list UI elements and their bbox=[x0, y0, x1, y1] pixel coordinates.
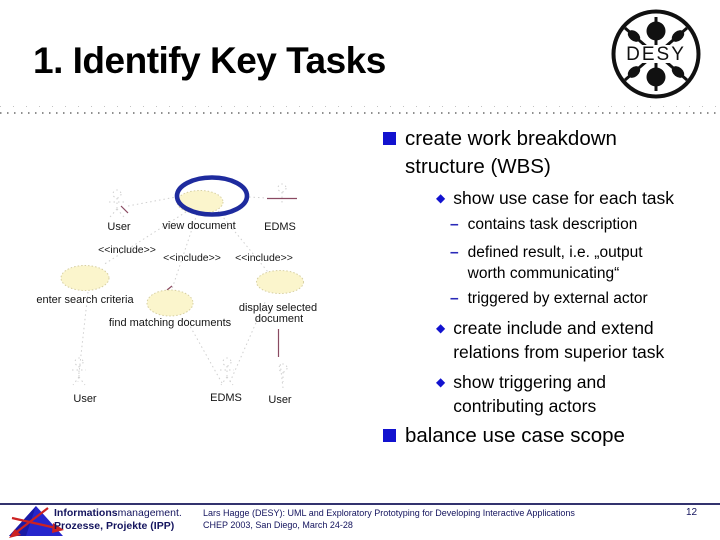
actor-label-edms-top: EDMS bbox=[264, 221, 296, 233]
use-case-label-view-document: view document bbox=[162, 220, 235, 232]
actor-figure-edms-bottom bbox=[220, 357, 234, 386]
maroon-marks bbox=[120, 197, 297, 357]
bullet-create-include-extend: ◆ create include and extend relations fr… bbox=[436, 316, 706, 364]
page-title: 1. Identify Key Tasks bbox=[33, 40, 386, 81]
ipp-logo bbox=[9, 506, 64, 538]
footer-org-line2: Prozesse, Projekte (IPP) bbox=[54, 520, 175, 532]
uml-use-case-diagram: User view document EDMS <<include>> <<in… bbox=[36, 175, 317, 406]
actor-figures bbox=[72, 183, 288, 386]
ipp-logo-arrows bbox=[9, 507, 64, 538]
dash-bullet-icon: – bbox=[450, 290, 459, 307]
footer-credit: Lars Hagge (DESY): UML and Exploratory P… bbox=[203, 508, 575, 531]
include-label-3: <<include>> bbox=[235, 252, 293, 264]
bullet-triggered-by-actor: – triggered by external actor bbox=[450, 288, 700, 309]
dash-bullet-icon: – bbox=[450, 244, 459, 261]
actor-figure-user-bottom-right bbox=[278, 363, 288, 382]
actor-label-user-bottom-right: User bbox=[268, 394, 292, 406]
highlight-ring bbox=[174, 175, 250, 217]
bullet-balance-scope: balance use case scope bbox=[383, 422, 683, 450]
diamond-bullet-icon: ◆ bbox=[436, 375, 446, 389]
bullet-text: worth communicating“ bbox=[467, 265, 620, 282]
actor-figure-user-bottom-left bbox=[72, 357, 86, 386]
square-bullet-icon bbox=[383, 132, 396, 145]
use-case-view-document bbox=[176, 190, 224, 214]
use-case-enter-search-criteria bbox=[60, 265, 110, 291]
bullet-show-triggering-actors: ◆ show triggering and contributing actor… bbox=[436, 370, 706, 418]
desy-logo-band bbox=[622, 45, 690, 63]
bullet-text: balance use case scope bbox=[405, 424, 625, 447]
actor-figure-user-top bbox=[109, 189, 125, 218]
desy-logo-text: DESY bbox=[626, 44, 686, 65]
bullet-text: defined result, i.e. „output bbox=[467, 244, 643, 261]
use-case-label-display-selected-line1: display selected bbox=[239, 302, 317, 314]
bullet-text: relations from superior task bbox=[453, 342, 665, 362]
use-case-label-find-matching-documents: find matching documents bbox=[109, 317, 232, 329]
bullet-text: show use case for each task bbox=[453, 188, 675, 208]
use-case-display-selected-document bbox=[256, 270, 304, 294]
bullet-text: create work breakdown bbox=[405, 127, 617, 150]
actor-figure-edms-top bbox=[277, 183, 287, 205]
bullet-text: triggered by external actor bbox=[467, 290, 648, 307]
bullet-defined-result: – defined result, i.e. „output worth com… bbox=[450, 242, 700, 284]
actor-label-edms-bottom: EDMS bbox=[210, 392, 242, 404]
bullet-create-wbs: create work breakdown structure (WBS) bbox=[383, 125, 683, 181]
bullet-show-use-case: ◆ show use case for each task bbox=[436, 186, 706, 210]
footer-org-bold: Informations bbox=[54, 507, 118, 519]
bullet-text: contributing actors bbox=[453, 396, 597, 416]
footer-org-rest: management. bbox=[117, 507, 182, 519]
bullet-text: structure (WBS) bbox=[405, 155, 551, 178]
association-lines bbox=[77, 196, 284, 389]
desy-logo: DESY bbox=[611, 9, 701, 99]
actor-label-user-bottom-left: User bbox=[73, 393, 97, 405]
footer-organization: Informationsmanagement. Prozesse, Projek… bbox=[54, 507, 182, 533]
page-number: 12 bbox=[686, 507, 698, 518]
footer-credit-line1: Lars Hagge (DESY): UML and Exploratory P… bbox=[203, 508, 575, 518]
square-bullet-icon bbox=[383, 429, 396, 442]
use-case-label-enter-search-criteria: enter search criteria bbox=[36, 294, 134, 306]
use-case-label-display-selected-line2: document bbox=[255, 313, 303, 325]
desy-logo-blobs bbox=[627, 21, 685, 87]
actor-label-user-top: User bbox=[107, 221, 131, 233]
diamond-bullet-icon: ◆ bbox=[436, 191, 446, 205]
footer-credit-line2: CHEP 2003, San Diego, March 24-28 bbox=[203, 519, 353, 530]
bullet-text: contains task description bbox=[467, 216, 638, 233]
footer-divider bbox=[0, 503, 720, 505]
bullet-text: show triggering and bbox=[453, 372, 606, 392]
title-divider-dots bbox=[0, 112, 720, 114]
dash-bullet-icon: – bbox=[450, 216, 459, 233]
use-case-find-matching-documents bbox=[146, 289, 194, 317]
include-label-2: <<include>> bbox=[163, 252, 221, 264]
include-label-1: <<include>> bbox=[98, 244, 156, 256]
title-divider-dots-top bbox=[0, 106, 720, 107]
bullet-contains-task-description: – contains task description bbox=[450, 214, 700, 235]
bullet-text: create include and extend bbox=[453, 318, 654, 338]
diamond-bullet-icon: ◆ bbox=[436, 321, 446, 335]
